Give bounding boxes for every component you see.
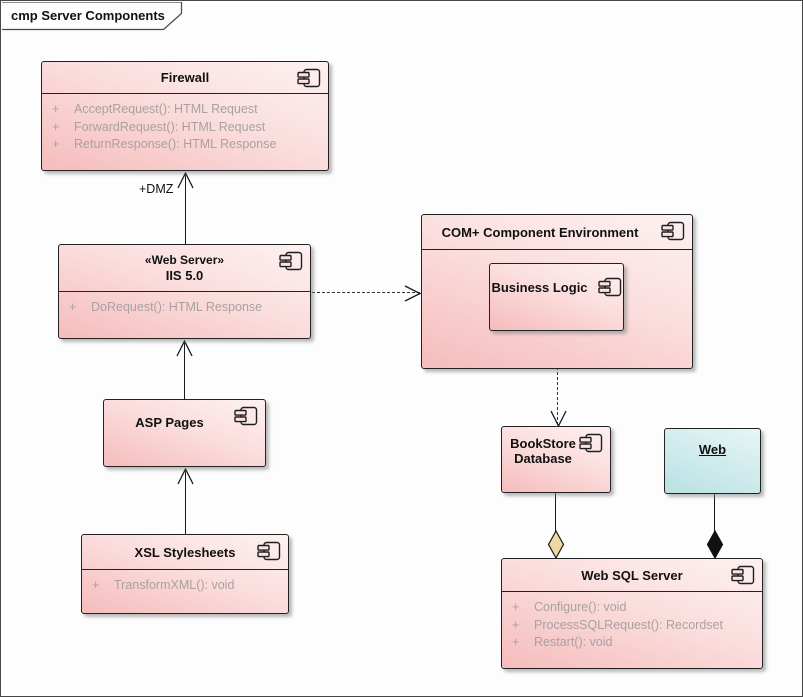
- operation: +Configure(): void: [512, 600, 627, 614]
- component-title: Firewall: [160, 70, 210, 85]
- component-title: ASP Pages: [135, 414, 204, 430]
- component-icon: [297, 68, 321, 88]
- component-title: COM+ Component Environment: [441, 224, 639, 240]
- component-xsl-stylesheets[interactable]: XSL Stylesheets +TransformXML(): void: [81, 534, 289, 614]
- object-title: Web: [698, 442, 727, 457]
- component-icon: [234, 406, 258, 426]
- open-arrowhead-icon: [404, 285, 421, 302]
- component-title: XSL Stylesheets: [134, 544, 236, 560]
- open-arrowhead-icon: [176, 340, 193, 357]
- operation: +ProcessSQLRequest(): Recordset: [512, 617, 723, 632]
- operation: +TransformXML(): void: [92, 578, 235, 592]
- operation: +ForwardRequest(): HTML Request: [52, 119, 266, 134]
- component-icon: [279, 251, 303, 271]
- connector-label-dmz: +DMZ: [139, 182, 174, 196]
- component-icon: [257, 541, 281, 561]
- object-web[interactable]: Web: [664, 428, 761, 494]
- operation: +ReturnResponse(): HTML Response: [52, 137, 277, 151]
- operation: +AcceptRequest(): HTML Request: [52, 102, 258, 116]
- component-title-line2: Database: [514, 451, 572, 466]
- component-title: Web SQL Server: [581, 567, 683, 583]
- component-icon: [731, 565, 755, 585]
- open-arrowhead-icon: [177, 172, 194, 189]
- component-web-sql-server[interactable]: Web SQL Server +Configure(): void +Proce…: [501, 558, 763, 669]
- component-stereotype: «Web Server»: [144, 253, 225, 267]
- frame-title: cmp Server Components: [11, 8, 165, 23]
- component-icon: [579, 433, 603, 453]
- component-icon: [597, 277, 621, 297]
- component-iis[interactable]: «Web Server» IIS 5.0 +DoRequest(): HTML …: [58, 244, 311, 339]
- operation: +DoRequest(): HTML Response: [69, 300, 263, 314]
- component-business-logic[interactable]: Business Logic: [489, 263, 624, 331]
- component-firewall[interactable]: Firewall +AcceptRequest(): HTML Request …: [41, 61, 329, 171]
- diagram-frame-tab: cmp Server Components: [2, 1, 188, 31]
- component-title: Business Logic: [491, 279, 588, 295]
- component-title-line1: BookStore: [510, 436, 576, 451]
- operation: +Restart(): void: [512, 635, 613, 649]
- open-arrowhead-icon: [177, 468, 194, 485]
- component-bookstore-database[interactable]: BookStore Database: [501, 426, 611, 493]
- open-arrowhead-icon: [550, 410, 567, 427]
- aggregation-diamond-icon: [547, 530, 565, 559]
- component-title: IIS 5.0: [165, 268, 204, 283]
- composition-diamond-icon: [706, 530, 724, 559]
- component-icon: [661, 221, 685, 241]
- frame-tab-shape: [2, 1, 183, 31]
- component-asp-pages[interactable]: ASP Pages: [103, 399, 266, 467]
